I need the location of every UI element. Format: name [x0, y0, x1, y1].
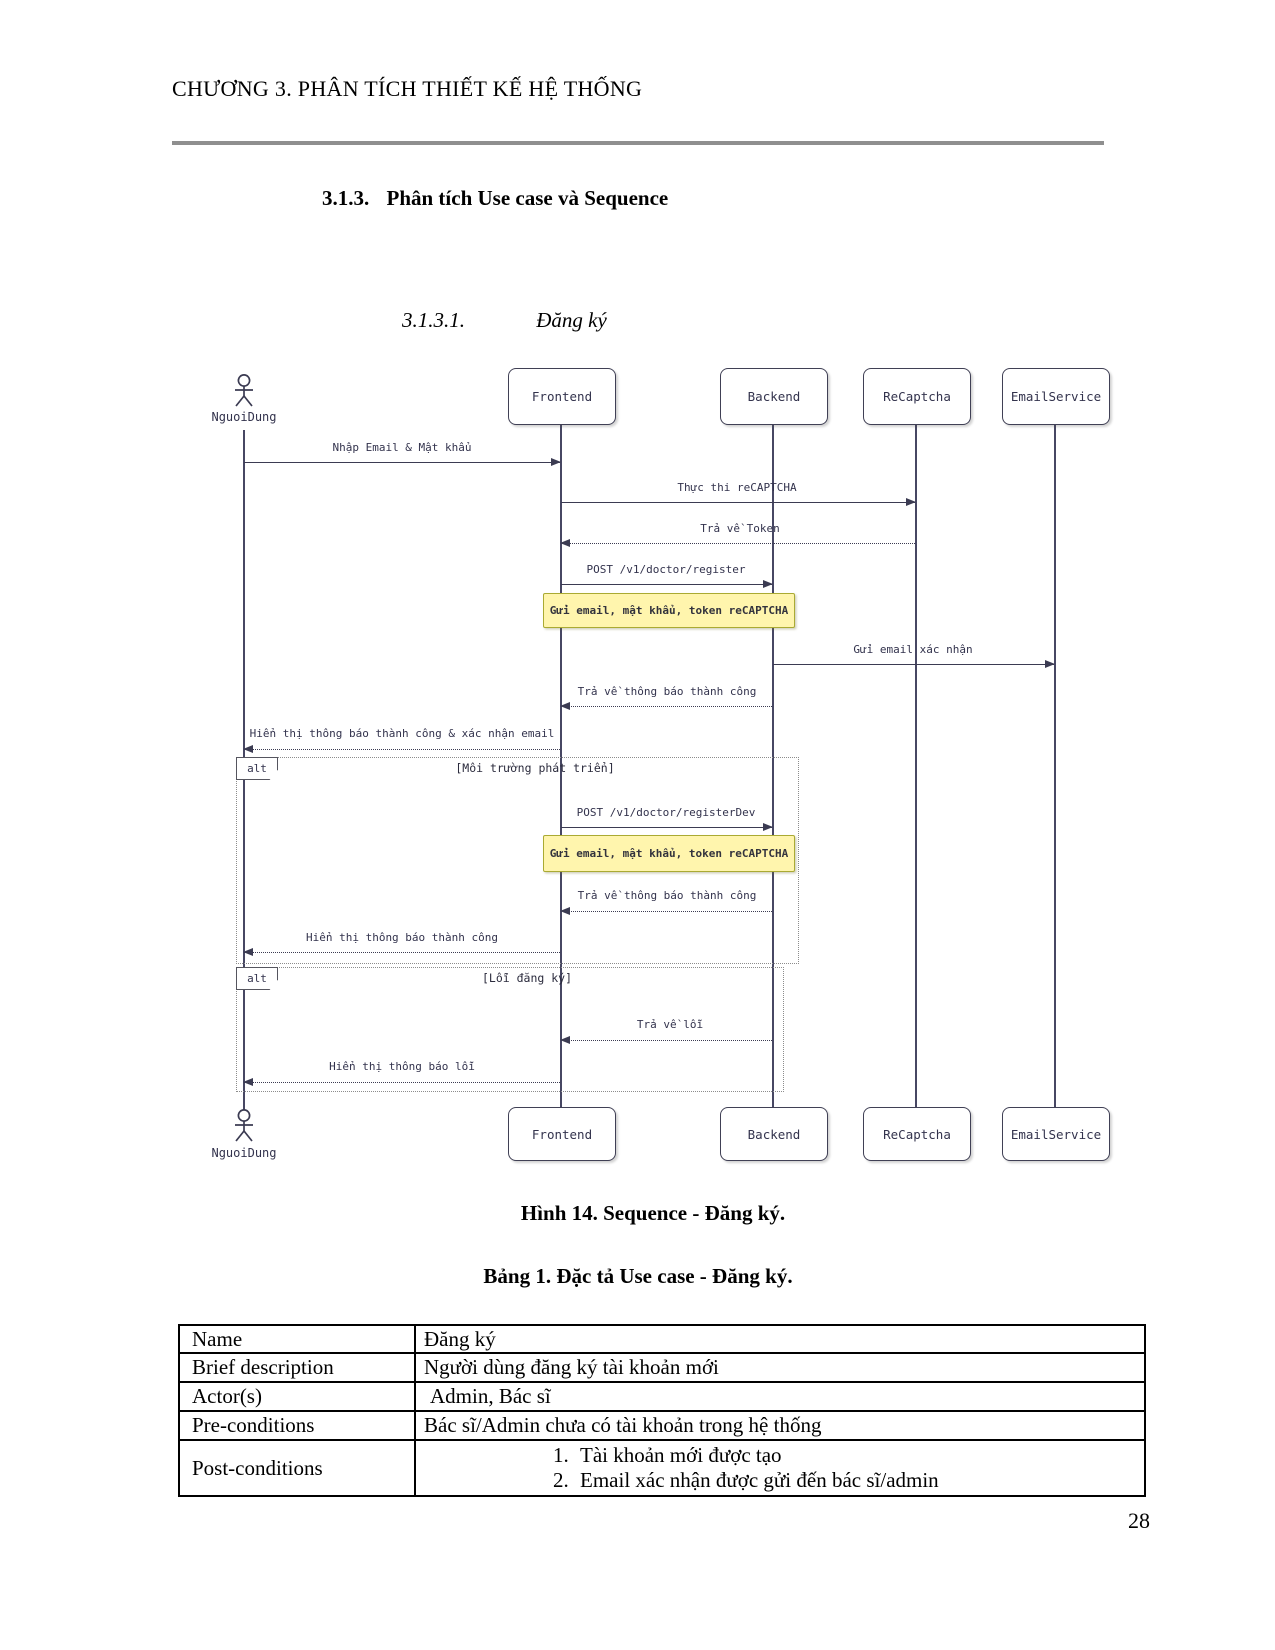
lifeline-recaptcha [915, 423, 917, 1107]
list-item: Tài khoản mới được tạo [574, 1443, 1136, 1468]
message-arrow [561, 497, 916, 506]
subsection-number: 3.1.3.1. [402, 308, 465, 332]
participant-emailservice-bottom: EmailService [1002, 1107, 1110, 1161]
lifeline-backend [772, 423, 774, 1107]
usecase-spec-table: Name Đăng ký Brief description Người dùn… [178, 1324, 1146, 1497]
post-conditions-list: Tài khoản mới được tạo Email xác nhận đư… [424, 1443, 1136, 1493]
message-label: Trả về thông báo thành công [577, 685, 757, 698]
message-arrow [243, 744, 560, 753]
message-label: Trả về Token [700, 522, 780, 535]
participant-recaptcha-bottom: ReCaptcha [863, 1107, 971, 1161]
participant-emailservice-top: EmailService [1002, 368, 1110, 425]
table-caption: Bảng 1. Đặc tả Use case - Đăng ký. [483, 1264, 793, 1288]
message-arrow [773, 659, 1055, 668]
actor-figure-top [235, 374, 253, 407]
message-arrow [560, 701, 772, 710]
message-label: Trả về thông báo thành công [577, 889, 757, 902]
message-arrow [560, 538, 915, 547]
lifeline-frontend [560, 423, 562, 1107]
section-title: Phân tích Use case và Sequence [386, 186, 669, 210]
alt-frame-dev [236, 757, 799, 964]
row-value: Bác sĩ/Admin chưa có tài khoản trong hệ … [414, 1410, 1146, 1441]
table-row: Post-conditions Tài khoản mới được tạo E… [178, 1439, 1146, 1497]
message-label: Trả về lỗi [636, 1018, 704, 1031]
message-arrow [561, 579, 773, 588]
section-number: 3.1.3. [322, 186, 370, 210]
alt-label: alt [236, 967, 278, 990]
message-arrow [560, 1035, 772, 1044]
message-label: Gửi email xác nhận [853, 643, 973, 656]
page-number: 28 [1128, 1508, 1150, 1533]
message-label: Thực thi reCAPTCHA [677, 481, 797, 494]
actor-label-top: NguoiDung [211, 410, 277, 424]
row-name: Actor(s) [178, 1381, 416, 1412]
message-arrow [244, 457, 561, 466]
actor-label-bottom: NguoiDung [211, 1146, 277, 1160]
message-label: POST /v1/doctor/registerDev [576, 806, 756, 819]
message-arrow [243, 947, 560, 956]
section-heading: 3.1.3. Phân tích Use case và Sequence [322, 186, 668, 211]
participant-frontend-top: Frontend [508, 368, 616, 425]
table-row: Brief description Người dùng đăng ký tài… [178, 1352, 1146, 1383]
message-arrow [561, 822, 773, 831]
message-arrow [243, 1077, 560, 1086]
header-rule [172, 141, 1104, 145]
actor-figure-bottom [235, 1109, 253, 1142]
subsection-title: Đăng ký [536, 308, 607, 332]
note: Gửi email, mật khẩu, token reCAPTCHA [543, 835, 795, 872]
message-label: Nhập Email & Mật khẩu [332, 441, 472, 454]
row-value: Người dùng đăng ký tài khoản mới [414, 1352, 1146, 1383]
row-name: Name [178, 1324, 416, 1354]
message-label: Hiển thị thông báo thành công [305, 931, 499, 944]
subsection-heading: 3.1.3.1. Đăng ký [402, 308, 607, 333]
figure-caption: Hình 14. Sequence - Đăng ký. [520, 1201, 786, 1225]
list-item: Email xác nhận được gửi đến bác sĩ/admin [574, 1468, 1136, 1493]
row-value: Đăng ký [414, 1324, 1146, 1354]
participant-frontend-bottom: Frontend [508, 1107, 616, 1161]
table-row: Actor(s) Admin, Bác sĩ [178, 1381, 1146, 1412]
lifeline-emailservice [1054, 423, 1056, 1107]
alt-guard: [Môi trường phát triển] [455, 761, 615, 775]
row-name: Post-conditions [178, 1439, 416, 1497]
alt-label: alt [236, 757, 278, 780]
row-value: Tài khoản mới được tạo Email xác nhận đư… [414, 1439, 1146, 1497]
table-row: Pre-conditions Bác sĩ/Admin chưa có tài … [178, 1410, 1146, 1441]
table-row: Name Đăng ký [178, 1324, 1146, 1354]
participant-backend-top: Backend [720, 368, 828, 425]
alt-frame-error [236, 967, 784, 1092]
chapter-header: CHƯƠNG 3. PHÂN TÍCH THIẾT KẾ HỆ THỐNG [172, 76, 643, 101]
participant-backend-bottom: Backend [720, 1107, 828, 1161]
message-label: Hiển thị thông báo thành công & xác nhận… [249, 727, 555, 740]
note: Gửi email, mật khẩu, token reCAPTCHA [543, 593, 795, 628]
message-arrow [560, 906, 772, 915]
message-label: POST /v1/doctor/register [586, 563, 746, 576]
message-label: Hiển thị thông báo lỗi [329, 1060, 475, 1073]
row-name: Brief description [178, 1352, 416, 1383]
row-value: Admin, Bác sĩ [414, 1381, 1146, 1412]
participant-recaptcha-top: ReCaptcha [863, 368, 971, 425]
alt-guard: [Lỗi đăng ký] [481, 971, 573, 985]
row-name: Pre-conditions [178, 1410, 416, 1441]
